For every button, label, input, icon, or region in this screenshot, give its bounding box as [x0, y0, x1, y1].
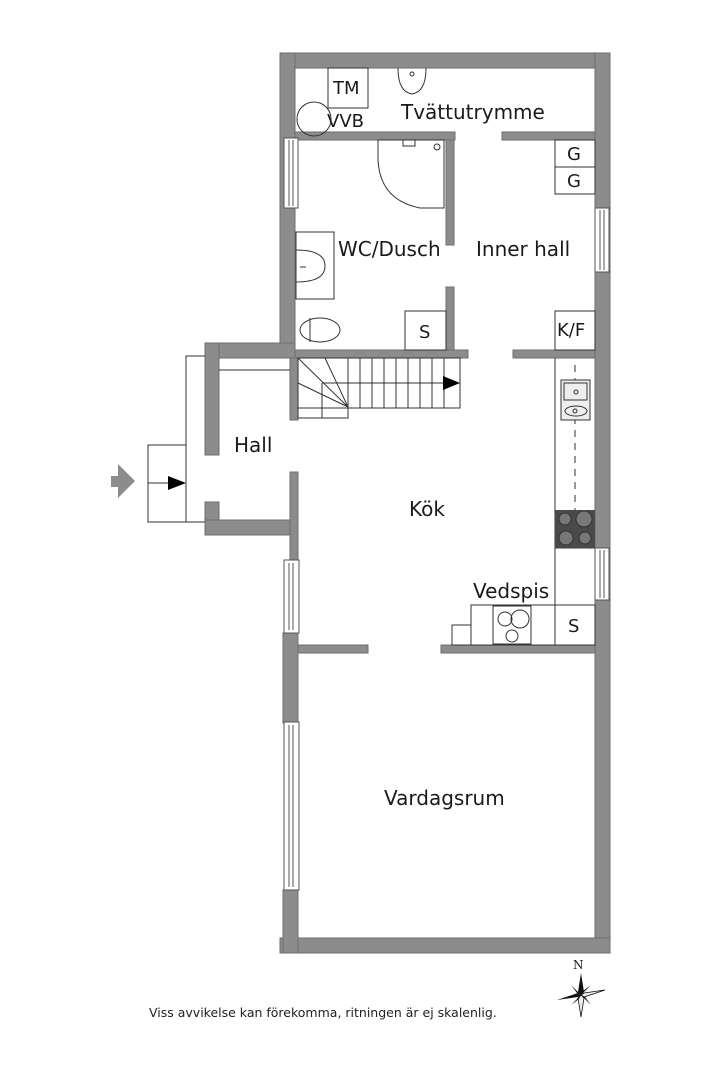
water-heater-icon [296, 101, 332, 137]
s-kitchen-label: S [568, 616, 580, 637]
washing-machine-box [327, 67, 369, 109]
toilet-icon [299, 317, 341, 343]
vedspis-label: Vedspis [473, 579, 550, 603]
compass-rose-icon [557, 973, 606, 1018]
s-wc-label: S [419, 322, 431, 343]
room-kok: Kök [409, 497, 445, 521]
stove-icon [555, 510, 595, 548]
room-vardagsrum: Vardagsrum [384, 786, 505, 810]
room-hall: Hall [234, 433, 273, 457]
g1-label: G [567, 144, 581, 165]
windows [283, 137, 610, 891]
wood-stove-icon [492, 605, 532, 645]
entry-arrow-icon [168, 476, 186, 490]
shower-icon [377, 139, 445, 209]
stair-arrow-icon [443, 376, 460, 390]
disclaimer-text: Viss avvikelse kan förekomma, ritningen … [149, 1005, 497, 1020]
tm-label: TM [333, 78, 360, 99]
room-tvattutrymme: Tvättutrymme [401, 100, 545, 124]
g2-label: G [567, 171, 581, 192]
compass-north-label: N [573, 958, 584, 972]
wc-sink-icon [295, 249, 326, 283]
fixtures [147, 67, 596, 646]
window-inner-hall [594, 207, 610, 273]
vvb-label: VVB [327, 111, 364, 132]
window-kitchen-right [594, 547, 610, 601]
walls [204, 52, 611, 954]
room-wc-dusch: WC/Dusch [338, 237, 441, 261]
room-inner-hall: Inner hall [476, 237, 571, 261]
kf-label: K/F [557, 320, 586, 341]
window-kitchen-left [283, 559, 300, 634]
entrance-arrow-icon [111, 464, 135, 498]
window-living-room [283, 721, 300, 891]
window-wc [283, 137, 299, 209]
laundry-sink-icon [397, 67, 427, 95]
